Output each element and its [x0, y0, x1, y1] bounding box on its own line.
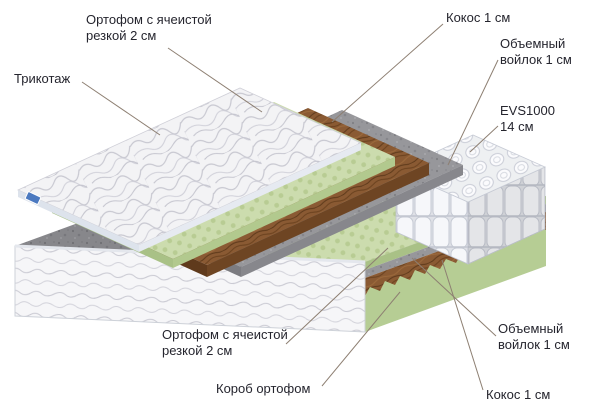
leader-felt-top	[447, 59, 499, 166]
label-evs-line2: 14 см	[500, 119, 534, 134]
label-orthofoam-top-line2: резкой 2 см	[86, 28, 157, 43]
label-felt-top-line2: войлок 1 см	[500, 52, 572, 67]
leader-knit	[81, 81, 161, 136]
leader-orthofoam-top	[167, 47, 263, 113]
label-felt-bottom: Объемный войлок 1 см	[498, 321, 570, 353]
label-felt-bottom-line2: войлок 1 см	[498, 337, 570, 352]
label-felt-bottom-line1: Объемный	[498, 321, 564, 336]
knit-layer-side-left	[18, 190, 139, 252]
label-orthofoam-bottom: Ортофом с ячеистой резкой 2 см	[162, 327, 288, 359]
felt-layer-side-right	[241, 165, 463, 277]
leader-coconut-bottom	[441, 259, 484, 391]
label-orthofoam-top-line1: Ортофом с ячеистой	[86, 12, 212, 27]
leader-lines	[81, 23, 499, 391]
foam-layer-side-right	[173, 157, 395, 268]
label-knit: Трикотаж	[14, 71, 71, 86]
label-evs-line1: EVS1000	[500, 103, 555, 118]
label-box: Короб ортофом	[216, 381, 311, 396]
label-orthofoam-top: Ортофом с ячеистой резкой 2 см	[86, 12, 212, 44]
coir-layer-side-right	[207, 163, 429, 277]
leader-box	[321, 291, 401, 387]
leader-coconut-top	[331, 23, 444, 123]
label-coconut-bottom: Кокос 1 см	[486, 387, 551, 402]
spring-block-front-right-shade	[468, 167, 545, 264]
knit-layer-side-right	[139, 143, 361, 252]
label-felt-top: Объемный войлок 1 см	[500, 36, 572, 68]
brand-tag	[24, 191, 42, 205]
label-coconut-top: Кокос 1 см	[446, 10, 511, 25]
knit-layer	[17, 87, 362, 252]
leader-orthofoam-bottom	[285, 247, 389, 345]
label-orthofoam-bottom-line2: резкой 2 см	[162, 343, 233, 358]
leader-evs	[469, 125, 499, 153]
label-orthofoam-bottom-line1: Ортофом с ячеистой	[162, 327, 288, 342]
base-side-box-band	[365, 226, 546, 332]
label-evs: EVS1000 14 см	[500, 103, 555, 135]
label-felt-top-line1: Объемный	[500, 36, 566, 51]
